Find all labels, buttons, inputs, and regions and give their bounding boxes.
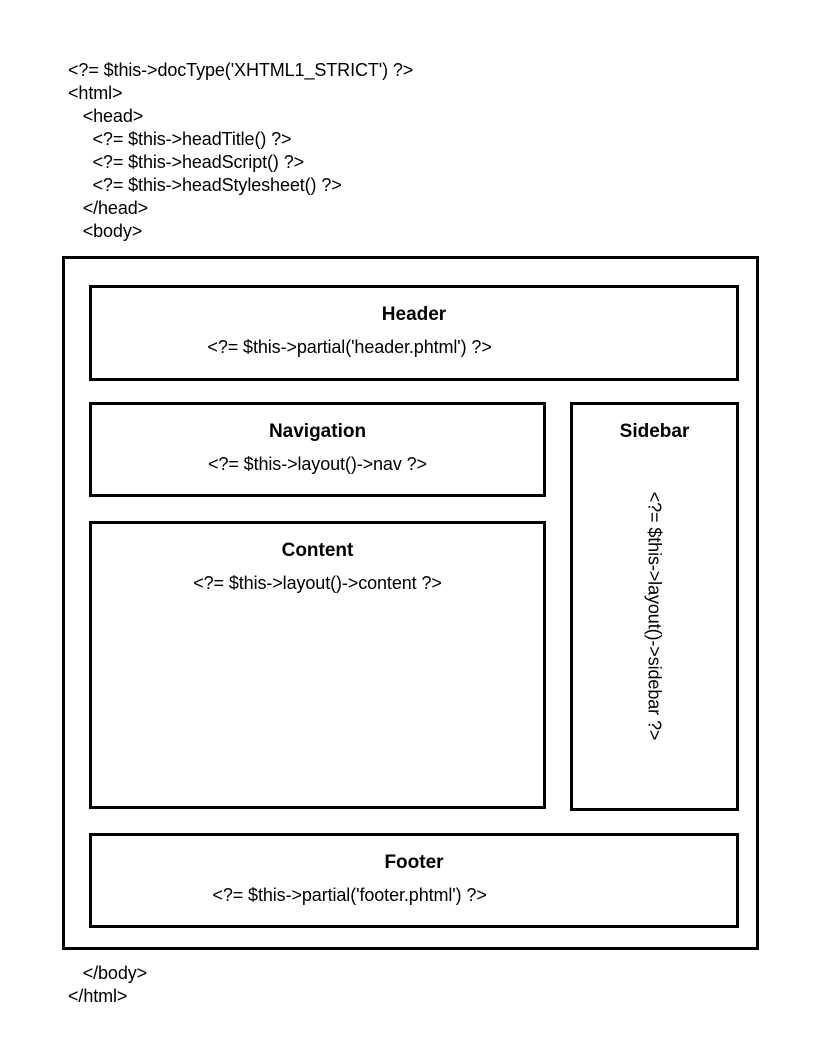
header-region-code: <?= $this->partial('header.phtml') ?> [207, 337, 492, 357]
header-region-box: Header <?= $this->partial('header.phtml'… [89, 285, 739, 381]
sidebar-region-title: Sidebar [619, 421, 690, 442]
navigation-region-code: <?= $this->layout()->nav ?> [208, 454, 427, 474]
content-region-code: <?= $this->layout()->content ?> [193, 573, 442, 593]
top-code-block: <?= $this->docType('XHTML1_STRICT') ?> <… [68, 60, 414, 241]
content-region-title: Content [281, 540, 354, 561]
bottom-code-block: </body> </html> [68, 963, 148, 1006]
layout-frame: Header <?= $this->partial('header.phtml'… [62, 256, 759, 950]
footer-region-title: Footer [384, 852, 444, 873]
footer-region-box: Footer <?= $this->partial('footer.phtml'… [89, 833, 739, 928]
footer-region-code: <?= $this->partial('footer.phtml') ?> [212, 885, 487, 905]
sidebar-region-box: Sidebar <?= $this->layout()->sidebar ?> [570, 402, 739, 811]
navigation-region-title: Navigation [268, 421, 367, 442]
content-region-box: Content <?= $this->layout()->content ?> [89, 521, 546, 809]
navigation-region-box: Navigation <?= $this->layout()->nav ?> [89, 402, 546, 497]
sidebar-region-code-wrapper: <?= $this->layout()->sidebar ?> [573, 455, 736, 805]
sidebar-region-code: <?= $this->layout()->sidebar ?> [644, 491, 665, 741]
header-region-title: Header [381, 304, 447, 325]
